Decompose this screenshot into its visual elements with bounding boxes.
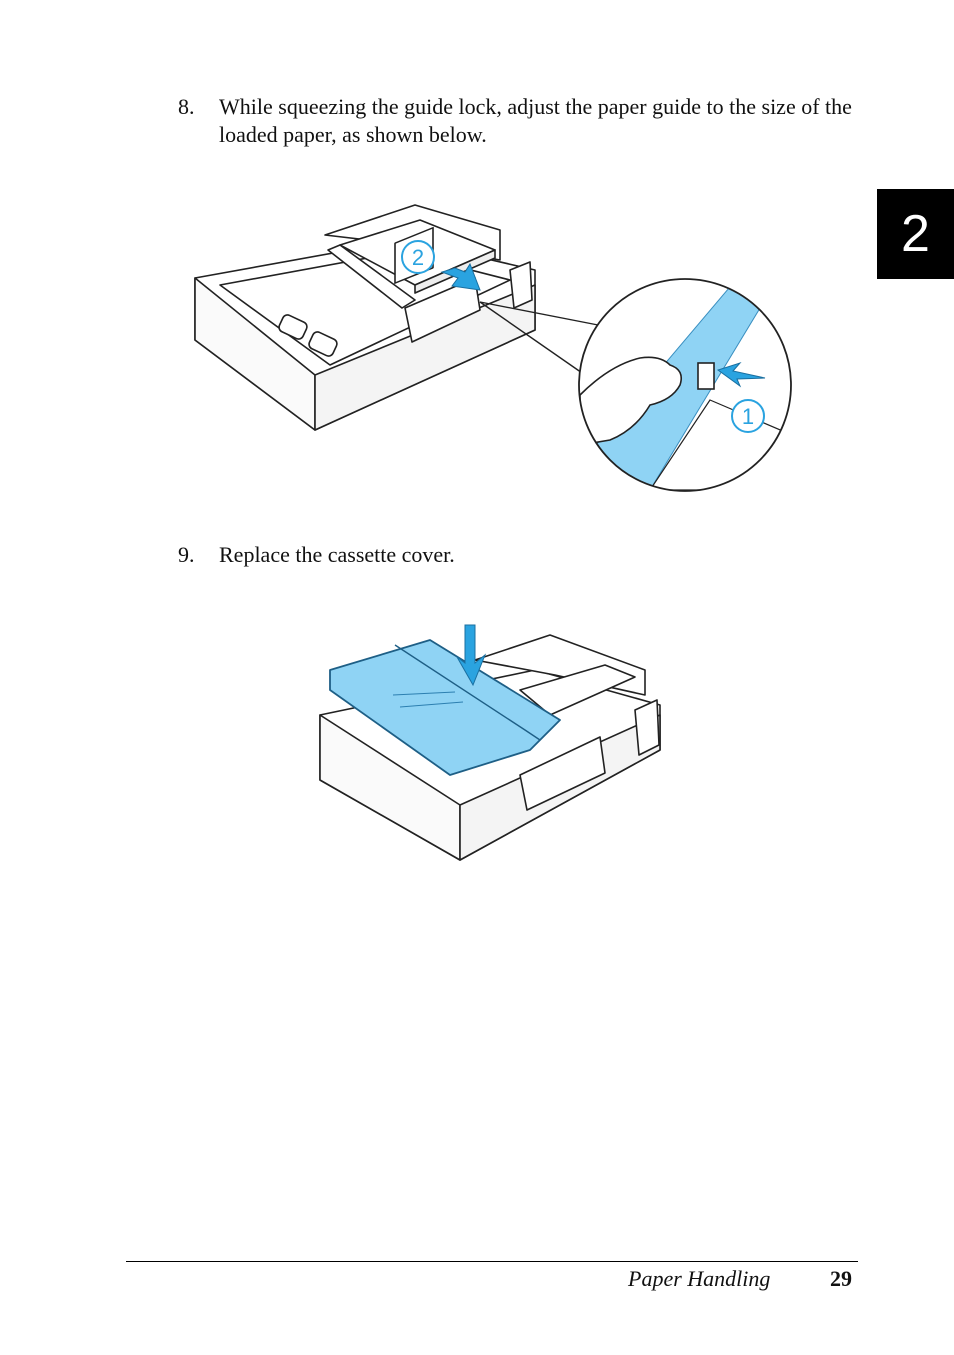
arrow-down-icon — [456, 624, 487, 687]
callout-1: 1 — [742, 404, 754, 429]
zoom-inset — [579, 279, 791, 491]
guide-lock-icon — [697, 362, 715, 390]
step-text: While squeezing the guide lock, adjust t… — [219, 94, 852, 147]
step-text: Replace the cassette cover. — [219, 542, 455, 567]
cassette-cover — [329, 639, 561, 776]
step-number: 9. — [178, 542, 195, 567]
step-number: 8. — [178, 94, 195, 119]
page-number: 29 — [830, 1266, 852, 1291]
callout-2-icon — [401, 240, 435, 274]
callout-2: 2 — [412, 245, 424, 270]
arrow-blue-icon — [440, 262, 481, 291]
arrow-blue-icon — [716, 361, 766, 388]
paper-guide — [327, 244, 416, 309]
footer-section-title: Paper Handling — [628, 1266, 771, 1291]
callout-1-icon — [731, 399, 765, 433]
cassette-cover-illustration — [319, 624, 661, 861]
paper-guide-illustration: 2 1 — [194, 204, 792, 492]
hand-icon — [579, 356, 683, 446]
chapter-tab: 2 — [877, 189, 954, 279]
footer-rule — [126, 1261, 858, 1262]
